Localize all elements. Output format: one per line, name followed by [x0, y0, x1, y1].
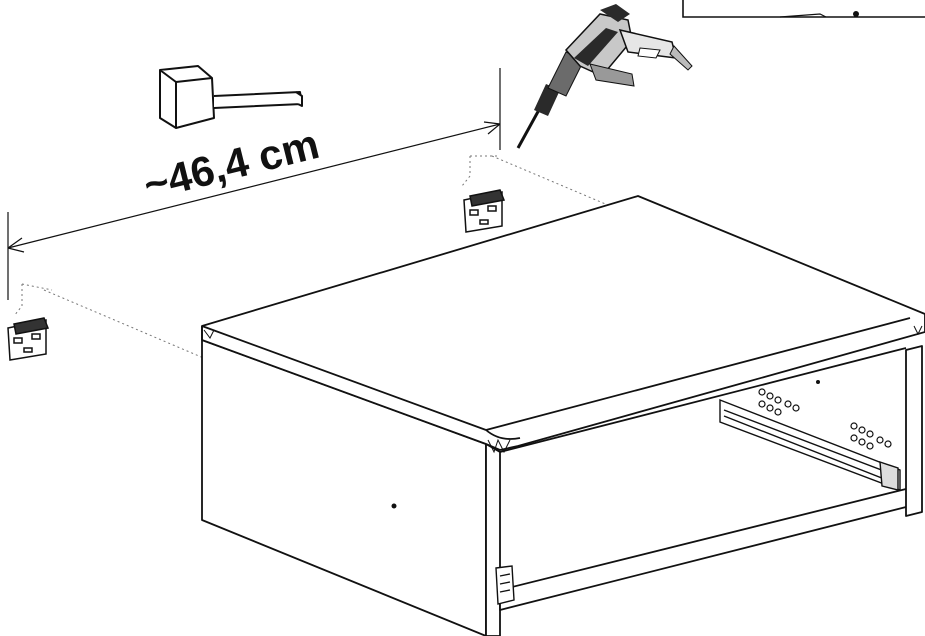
edge-banding-detail [203, 325, 923, 454]
side-panel-hole [391, 503, 397, 509]
cabinet-body [201, 195, 925, 636]
hanging-bracket-icon [7, 317, 50, 361]
hanging-bracket-icon [463, 189, 506, 233]
drill-icon [516, 4, 693, 149]
measurement-label: ~46,4 cm [139, 120, 324, 209]
drawer-slide-rail-icon [719, 398, 901, 492]
tape-measure-icon [159, 65, 303, 129]
inset-frame-fragment [682, 0, 925, 18]
drawer-slide-left [495, 565, 515, 605]
drawer-rail-holes [758, 388, 892, 450]
guide-lines-right [461, 155, 701, 245]
back-panel-hole [816, 380, 820, 384]
measurement-dimension-line [7, 68, 501, 300]
